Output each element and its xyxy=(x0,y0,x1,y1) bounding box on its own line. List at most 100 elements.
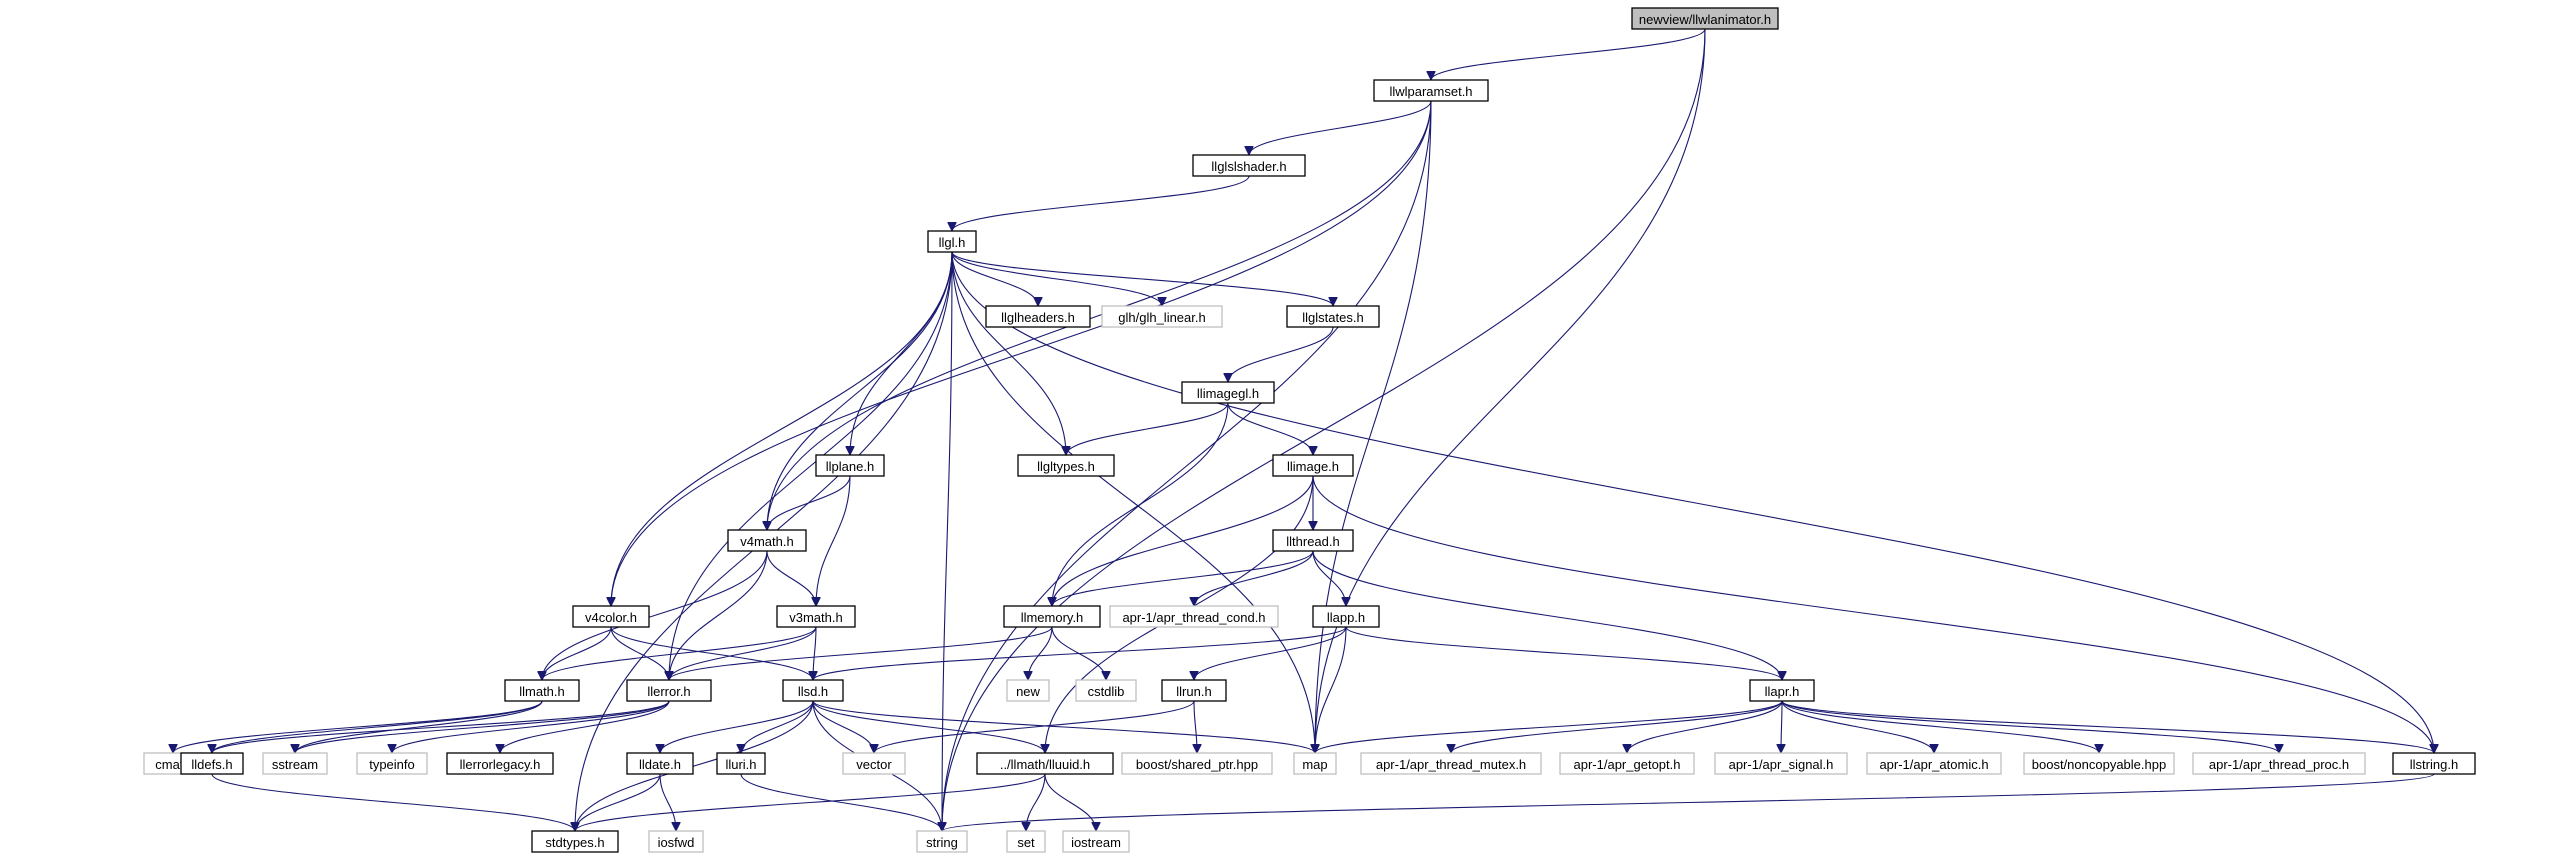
node-label-glh_linear: glh/glh_linear.h xyxy=(1118,310,1205,325)
node-label-apr_thread_cond: apr-1/apr_thread_cond.h xyxy=(1122,610,1265,625)
edge-llapr-to-llstring xyxy=(1781,700,2434,754)
node-label-llmath: llmath.h xyxy=(519,684,565,699)
node-stdtypes[interactable]: stdtypes.h xyxy=(531,830,619,853)
node-llmemory[interactable]: llmemory.h xyxy=(1003,605,1101,628)
edge-lluuid-to-iostream xyxy=(1044,773,1096,832)
node-label-llapr: llapr.h xyxy=(1765,684,1800,699)
node-box-apr_thread_cond xyxy=(1109,605,1279,628)
node-llimagegl[interactable]: llimagegl.h xyxy=(1181,381,1275,404)
node-label-llmemory: llmemory.h xyxy=(1021,610,1084,625)
edge-llthread-to-apr_thread_cond xyxy=(1194,550,1314,607)
node-apr_thread_proc: apr-1/apr_thread_proc.h xyxy=(2192,752,2366,775)
node-llwlparamset[interactable]: llwlparamset.h xyxy=(1373,79,1489,102)
node-llerror[interactable]: llerror.h xyxy=(626,679,712,702)
node-box-llglslshader xyxy=(1192,154,1306,177)
node-llapr[interactable]: llapr.h xyxy=(1749,679,1815,702)
node-lluuid[interactable]: ../llmath/lluuid.h xyxy=(976,752,1114,775)
edge-v3math-to-llsd xyxy=(813,626,816,680)
edge-v4color-to-llsd xyxy=(610,626,813,681)
edge-llapr-to-apr_signal xyxy=(1781,700,1782,753)
node-noncopyable: boost/noncopyable.hpp xyxy=(2023,752,2175,775)
node-box-map xyxy=(1293,752,1337,775)
node-string: string xyxy=(916,830,968,853)
node-label-apr_atomic: apr-1/apr_atomic.h xyxy=(1879,757,1988,772)
node-v3math[interactable]: v3math.h xyxy=(776,605,856,628)
node-box-llapr xyxy=(1749,679,1815,702)
node-box-sstream xyxy=(262,752,328,775)
node-llimage[interactable]: llimage.h xyxy=(1272,454,1354,477)
edge-llmemory-to-llerror xyxy=(669,626,1053,681)
node-lldate[interactable]: lldate.h xyxy=(626,752,694,775)
node-llthread[interactable]: llthread.h xyxy=(1272,529,1354,552)
node-llglheaders[interactable]: llglheaders.h xyxy=(985,305,1091,328)
node-llglslshader[interactable]: llglslshader.h xyxy=(1192,154,1306,177)
edge-v3math-to-llerror xyxy=(669,626,817,681)
node-label-llglslshader: llglslshader.h xyxy=(1211,159,1286,174)
node-label-map: map xyxy=(1302,757,1327,772)
node-label-set: set xyxy=(1017,835,1035,850)
node-llglstates[interactable]: llglstates.h xyxy=(1286,305,1380,328)
edge-lluri-to-string xyxy=(740,773,942,832)
edge-llsd-to-lldate xyxy=(660,700,814,754)
node-box-llsd xyxy=(782,679,844,702)
edge-llgl-to-string xyxy=(942,251,953,831)
edge-llgl-to-glh_linear xyxy=(951,251,1162,307)
node-llmath[interactable]: llmath.h xyxy=(504,679,580,702)
node-v4color[interactable]: v4color.h xyxy=(572,605,650,628)
node-label-v4color: v4color.h xyxy=(585,610,637,625)
edge-llapr-to-apr_atomic xyxy=(1781,700,1934,754)
node-lluri[interactable]: lluri.h xyxy=(716,752,766,775)
edge-lldate-to-stdtypes xyxy=(575,773,661,832)
node-box-llthread xyxy=(1272,529,1354,552)
edge-llerror-to-lldefs xyxy=(212,700,670,754)
node-root[interactable]: newview/llwlanimator.h xyxy=(1631,7,1779,30)
node-box-llerror xyxy=(626,679,712,702)
edge-lluuid-to-stdtypes xyxy=(575,773,1046,832)
node-label-vector: vector xyxy=(856,757,892,772)
node-apr_getopt: apr-1/apr_getopt.h xyxy=(1559,752,1695,775)
node-iostream: iostream xyxy=(1062,830,1130,853)
edge-llthread-to-llapp xyxy=(1312,550,1346,606)
node-box-set xyxy=(1006,830,1046,853)
node-llerrorlegacy[interactable]: llerrorlegacy.h xyxy=(446,752,554,775)
edge-llimagegl-to-llgltypes xyxy=(1066,402,1229,456)
node-llapp[interactable]: llapp.h xyxy=(1312,605,1380,628)
node-llgl[interactable]: llgl.h xyxy=(927,230,977,253)
node-lldefs[interactable]: lldefs.h xyxy=(180,752,244,775)
node-box-llwlparamset xyxy=(1373,79,1489,102)
node-llrun[interactable]: llrun.h xyxy=(1161,679,1227,702)
node-label-llstring: llstring.h xyxy=(2410,757,2458,772)
node-box-shared_ptr xyxy=(1121,752,1273,775)
node-label-v3math: v3math.h xyxy=(789,610,842,625)
edge-llgl-to-llglstates xyxy=(951,251,1333,307)
node-box-apr_thread_mutex xyxy=(1360,752,1542,775)
node-llplane[interactable]: llplane.h xyxy=(815,454,885,477)
edge-llwlparamset-to-v4color xyxy=(611,100,1432,606)
node-box-llimagegl xyxy=(1181,381,1275,404)
node-llgltypes[interactable]: llgltypes.h xyxy=(1017,454,1115,477)
node-box-lldefs xyxy=(180,752,244,775)
node-box-noncopyable xyxy=(2023,752,2175,775)
node-v4math[interactable]: v4math.h xyxy=(727,529,807,552)
edge-llerror-to-sstream xyxy=(295,700,670,754)
node-label-cstdlib: cstdlib xyxy=(1088,684,1125,699)
edge-llgl-to-v4math xyxy=(767,251,953,530)
edge-llsd-to-lluuid xyxy=(812,700,1045,754)
edge-llimagegl-to-llimage xyxy=(1227,402,1313,456)
edge-llglstates-to-llimagegl xyxy=(1228,326,1334,383)
node-llsd[interactable]: llsd.h xyxy=(782,679,844,702)
nodes-layer: newview/llwlanimator.h llwlparamset.h llgl… xyxy=(143,7,2476,853)
node-shared_ptr: boost/shared_ptr.hpp xyxy=(1121,752,1273,775)
node-box-llplane xyxy=(815,454,885,477)
edge-llsd-to-lluri xyxy=(741,700,814,754)
node-iosfwd: iosfwd xyxy=(648,830,704,853)
node-llstring[interactable]: llstring.h xyxy=(2392,752,2476,775)
edge-llglslshader-to-llgl xyxy=(952,175,1250,232)
node-label-llgltypes: llgltypes.h xyxy=(1037,459,1095,474)
edge-llwlparamset-to-map xyxy=(1315,100,1432,753)
node-box-lluuid xyxy=(976,752,1114,775)
node-box-llmemory xyxy=(1003,605,1101,628)
edge-v4math-to-llmath xyxy=(542,550,768,680)
node-apr_thread_mutex: apr-1/apr_thread_mutex.h xyxy=(1360,752,1542,775)
edge-v4math-to-v3math xyxy=(766,550,816,607)
